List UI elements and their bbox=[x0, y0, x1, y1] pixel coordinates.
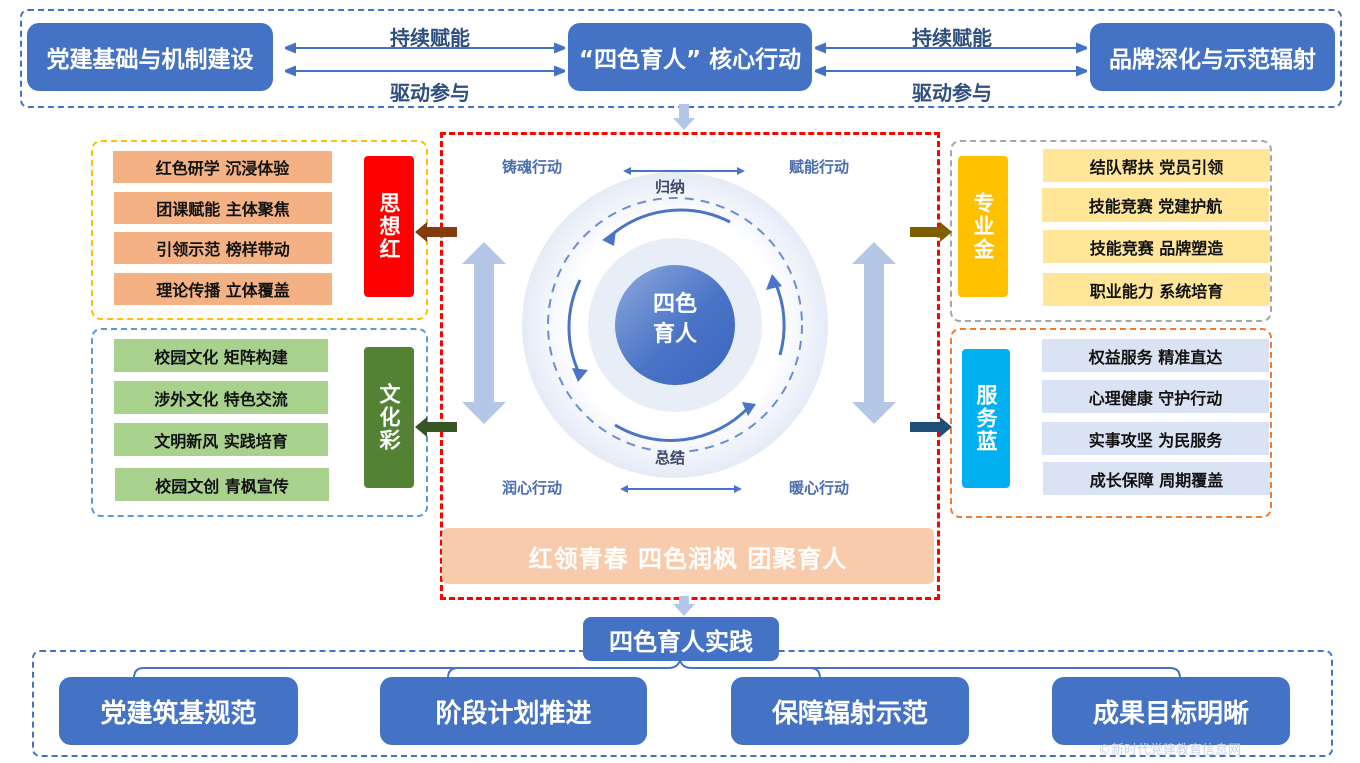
bidirectional-arrows-left bbox=[285, 42, 565, 77]
heart-nourish-action: 润心行动 bbox=[502, 479, 563, 497]
red-item-1: 红色研学 沉浸体验 bbox=[113, 151, 332, 183]
vertical-double-arrow-right bbox=[852, 242, 896, 424]
culture-item-1: 校园文化 矩阵构建 bbox=[114, 339, 328, 372]
core-label-line2: 育人 bbox=[652, 322, 697, 347]
horizontal-arrow-top bbox=[623, 167, 745, 175]
blue-item-2: 心理健康 守护行动 bbox=[1042, 380, 1269, 413]
stage-plan-box: 阶段计划推进 bbox=[380, 677, 647, 745]
slogan-text: 红领青春 四色润枫 团聚育人 bbox=[528, 544, 848, 573]
blue-panel-frame bbox=[950, 328, 1272, 518]
sustain-empower-label-right: 持续赋能 bbox=[912, 26, 992, 50]
down-arrow-bottom bbox=[673, 596, 695, 616]
bidirectional-arrows-right bbox=[815, 42, 1087, 77]
culture-item-2: 涉外文化 特色交流 bbox=[114, 381, 328, 414]
core-cycle-diagram bbox=[522, 172, 828, 478]
slogan-banner: 红领青春 四色润枫 团聚育人 bbox=[442, 528, 934, 584]
culture-item-4: 校园文创 青枫宣传 bbox=[115, 468, 329, 501]
summary-label: 总结 bbox=[655, 449, 686, 467]
red-item-4: 理论传播 立体覆盖 bbox=[114, 273, 332, 305]
party-foundation-box: 党建基础与机制建设 bbox=[27, 23, 273, 91]
arrow-to-culture-color bbox=[415, 417, 457, 437]
horizontal-arrow-bottom bbox=[620, 485, 742, 493]
down-arrow-top bbox=[673, 104, 695, 130]
professional-gold-label: 专业金 bbox=[958, 156, 1008, 297]
gold-panel-frame bbox=[950, 140, 1272, 322]
drive-participate-label-left: 驱动参与 bbox=[390, 81, 470, 105]
culture-color-label: 文化彩 bbox=[364, 347, 414, 488]
drive-participate-label-right: 驱动参与 bbox=[912, 81, 992, 105]
sustain-empower-label-left: 持续赋能 bbox=[390, 26, 470, 50]
red-item-3: 引领示范 榜样带动 bbox=[114, 232, 332, 264]
party-foundation-norm-box: 党建筑基规范 bbox=[59, 677, 298, 745]
bracket-connector bbox=[133, 660, 1181, 679]
arrow-to-professional-gold bbox=[910, 222, 952, 242]
core-label: 四色 育人 bbox=[615, 290, 735, 350]
core-frame bbox=[440, 132, 940, 600]
vertical-double-arrow-left bbox=[462, 242, 506, 424]
blue-item-1: 权益服务 精准直达 bbox=[1042, 339, 1269, 372]
empower-action: 赋能行动 bbox=[789, 158, 850, 176]
core-label-line1: 四色 bbox=[652, 292, 697, 317]
arrow-to-thought-red bbox=[415, 222, 457, 242]
culture-item-3: 文明新风 实践培育 bbox=[114, 423, 328, 456]
blue-item-4: 成长保障 周期覆盖 bbox=[1043, 462, 1270, 495]
core-action-box: “四色育人” 核心行动 bbox=[568, 23, 812, 91]
blue-item-3: 实事攻坚 为民服务 bbox=[1042, 422, 1269, 455]
result-goal-box: 成果目标明晰 bbox=[1052, 677, 1290, 745]
brand-deepening-box: 品牌深化与示范辐射 bbox=[1090, 23, 1335, 91]
guarantee-radiate-box: 保障辐射示范 bbox=[731, 677, 969, 745]
heart-warming-action: 暖心行动 bbox=[789, 479, 850, 497]
practice-title: 四色育人实践 bbox=[583, 617, 779, 661]
arrow-to-service-blue bbox=[910, 417, 952, 437]
thought-red-label: 思想红 bbox=[364, 156, 414, 297]
gold-item-1: 结队帮扶 党员引领 bbox=[1043, 149, 1270, 182]
red-item-2: 团课赋能 主体聚焦 bbox=[114, 192, 332, 224]
gold-item-2: 技能竞赛 党建护航 bbox=[1042, 188, 1269, 222]
service-blue-label: 服务蓝 bbox=[962, 349, 1010, 488]
watermark: ©新时代党建教育信息网 bbox=[1098, 743, 1242, 758]
induction-label: 归纳 bbox=[655, 178, 686, 196]
gold-item-3: 技能竞赛 品牌塑造 bbox=[1043, 230, 1270, 263]
gold-item-4: 职业能力 系统培育 bbox=[1043, 273, 1270, 306]
soul-forging-action: 铸魂行动 bbox=[502, 158, 563, 176]
